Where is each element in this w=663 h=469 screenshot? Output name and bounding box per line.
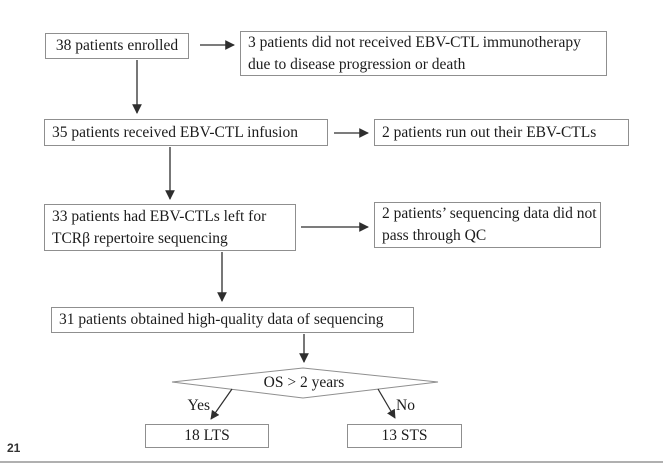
box-enrolled: 38 patients enrolled	[45, 33, 189, 59]
box-high-quality-text: 31 patients obtained high-quality data o…	[59, 311, 384, 328]
decision-label: OS > 2 years	[263, 374, 345, 391]
box-qc-fail: 2 patients’ sequencing data did not pass…	[374, 202, 601, 248]
box-not-received: 3 patients did not received EBV-CTL immu…	[240, 31, 607, 76]
box-sts-text: 13 STS	[381, 427, 428, 444]
box-run-out: 2 patients run out their EBV-CTLs	[374, 119, 629, 146]
box-sts: 13 STS	[347, 424, 462, 448]
bottom-divider	[0, 461, 663, 463]
box-ctls-left-line1: 33 patients had EBV-CTLs left for	[52, 207, 267, 225]
branch-no-label: No	[396, 397, 415, 414]
box-ctls-left: 33 patients had EBV-CTLs left for TCRβ r…	[44, 204, 296, 251]
box-qc-fail-line1: 2 patients’ sequencing data did not	[382, 205, 597, 222]
slide-page-number: 21	[7, 441, 21, 455]
branch-yes-label: Yes	[187, 397, 210, 414]
box-not-received-line2: due to disease progression or death	[248, 55, 466, 73]
box-run-out-text: 2 patients run out their EBV-CTLs	[382, 123, 597, 141]
arrow-decision-yes-to-lts	[210, 388, 233, 420]
box-high-quality: 31 patients obtained high-quality data o…	[51, 307, 414, 333]
box-infusion-text: 35 patients received EBV-CTL infusion	[52, 123, 298, 141]
box-lts: 18 LTS	[145, 424, 269, 448]
box-enrolled-text: 38 patients enrolled	[55, 37, 179, 54]
box-lts-text: 18 LTS	[184, 427, 230, 444]
box-ctls-left-line2: TCRβ repertoire sequencing	[52, 229, 228, 247]
decision-diamond	[171, 367, 439, 399]
arrow-decision-no-to-sts	[377, 388, 396, 419]
box-infusion: 35 patients received EBV-CTL infusion	[44, 119, 328, 146]
box-not-received-line1: 3 patients did not received EBV-CTL immu…	[248, 33, 581, 51]
box-qc-fail-line2: pass through QC	[382, 227, 487, 244]
